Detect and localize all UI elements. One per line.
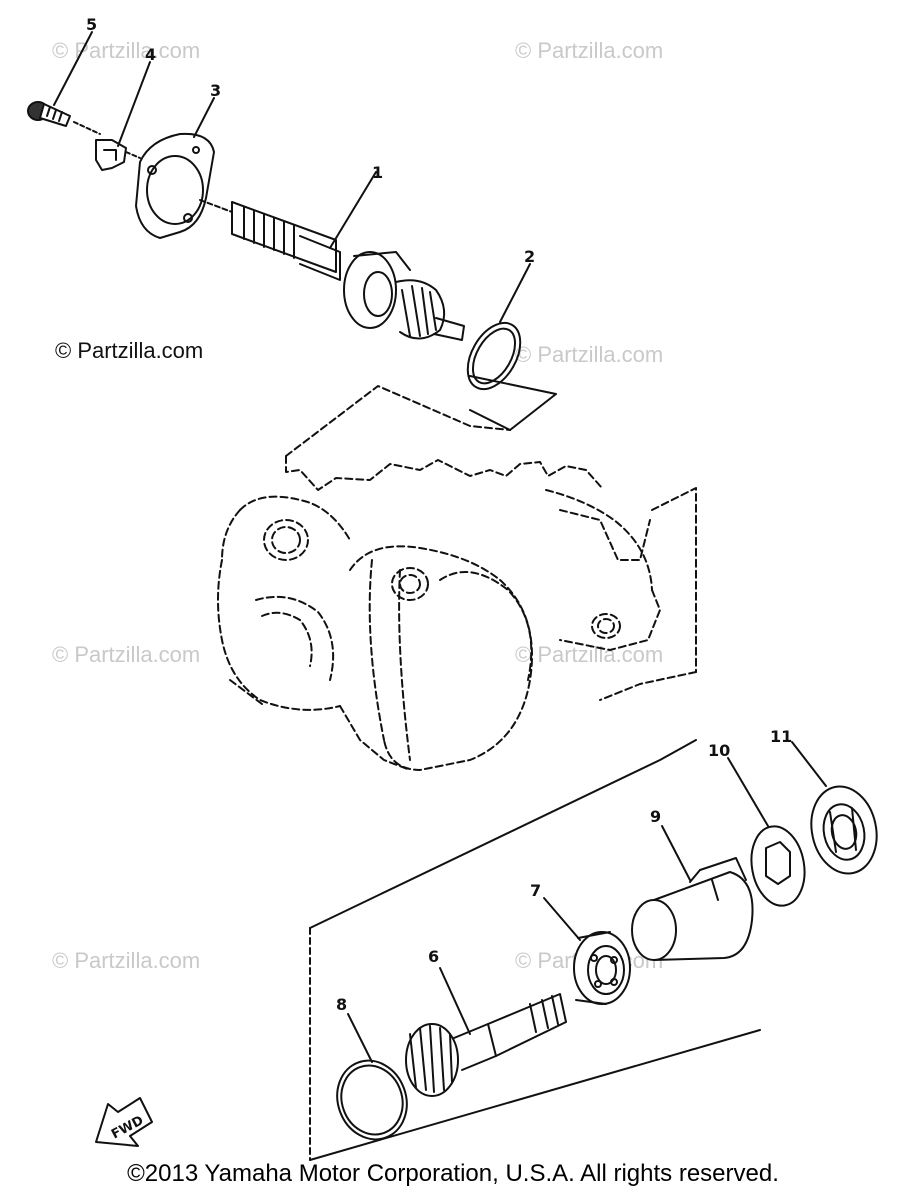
forward-arrow-icon xyxy=(95,1097,153,1147)
callout-5: 5 xyxy=(86,15,97,34)
watermark-strong: © Partzilla.com xyxy=(55,338,204,363)
part-6-output-shaft xyxy=(405,967,567,1097)
part-8-oring xyxy=(336,1013,408,1141)
engine-case xyxy=(217,385,697,771)
callout-3: 3 xyxy=(210,81,221,100)
callout-11: 11 xyxy=(770,727,792,746)
callout-9: 9 xyxy=(650,807,661,826)
callout-6: 6 xyxy=(428,947,439,966)
watermark: © Partzilla.com xyxy=(52,38,201,63)
watermark: © Partzilla.com xyxy=(52,948,201,973)
part-9-sleeve xyxy=(631,825,754,961)
part-1-drive-shaft xyxy=(231,171,465,341)
part-2-oring xyxy=(466,263,557,431)
part-11-oil-seal xyxy=(791,741,878,875)
part-3-gasket xyxy=(135,97,233,239)
lower-bracket-outline xyxy=(309,739,761,1161)
part-10-nut xyxy=(727,757,806,907)
callout-8: 8 xyxy=(336,995,347,1014)
watermark: © Partzilla.com xyxy=(515,342,664,367)
callout-10: 10 xyxy=(708,741,730,760)
callout-2: 2 xyxy=(524,247,535,266)
part-7-bearing xyxy=(543,897,631,1005)
watermark: © Partzilla.com xyxy=(515,38,664,63)
callout-1: 1 xyxy=(372,163,383,182)
watermark: © Partzilla.com xyxy=(52,642,201,667)
copyright-notice: ©2013 Yamaha Motor Corporation, U.S.A. A… xyxy=(127,1160,779,1187)
callout-7: 7 xyxy=(530,881,541,900)
callout-4: 4 xyxy=(145,45,156,64)
part-4-plate xyxy=(95,61,151,171)
part-5-bolt xyxy=(27,31,101,135)
